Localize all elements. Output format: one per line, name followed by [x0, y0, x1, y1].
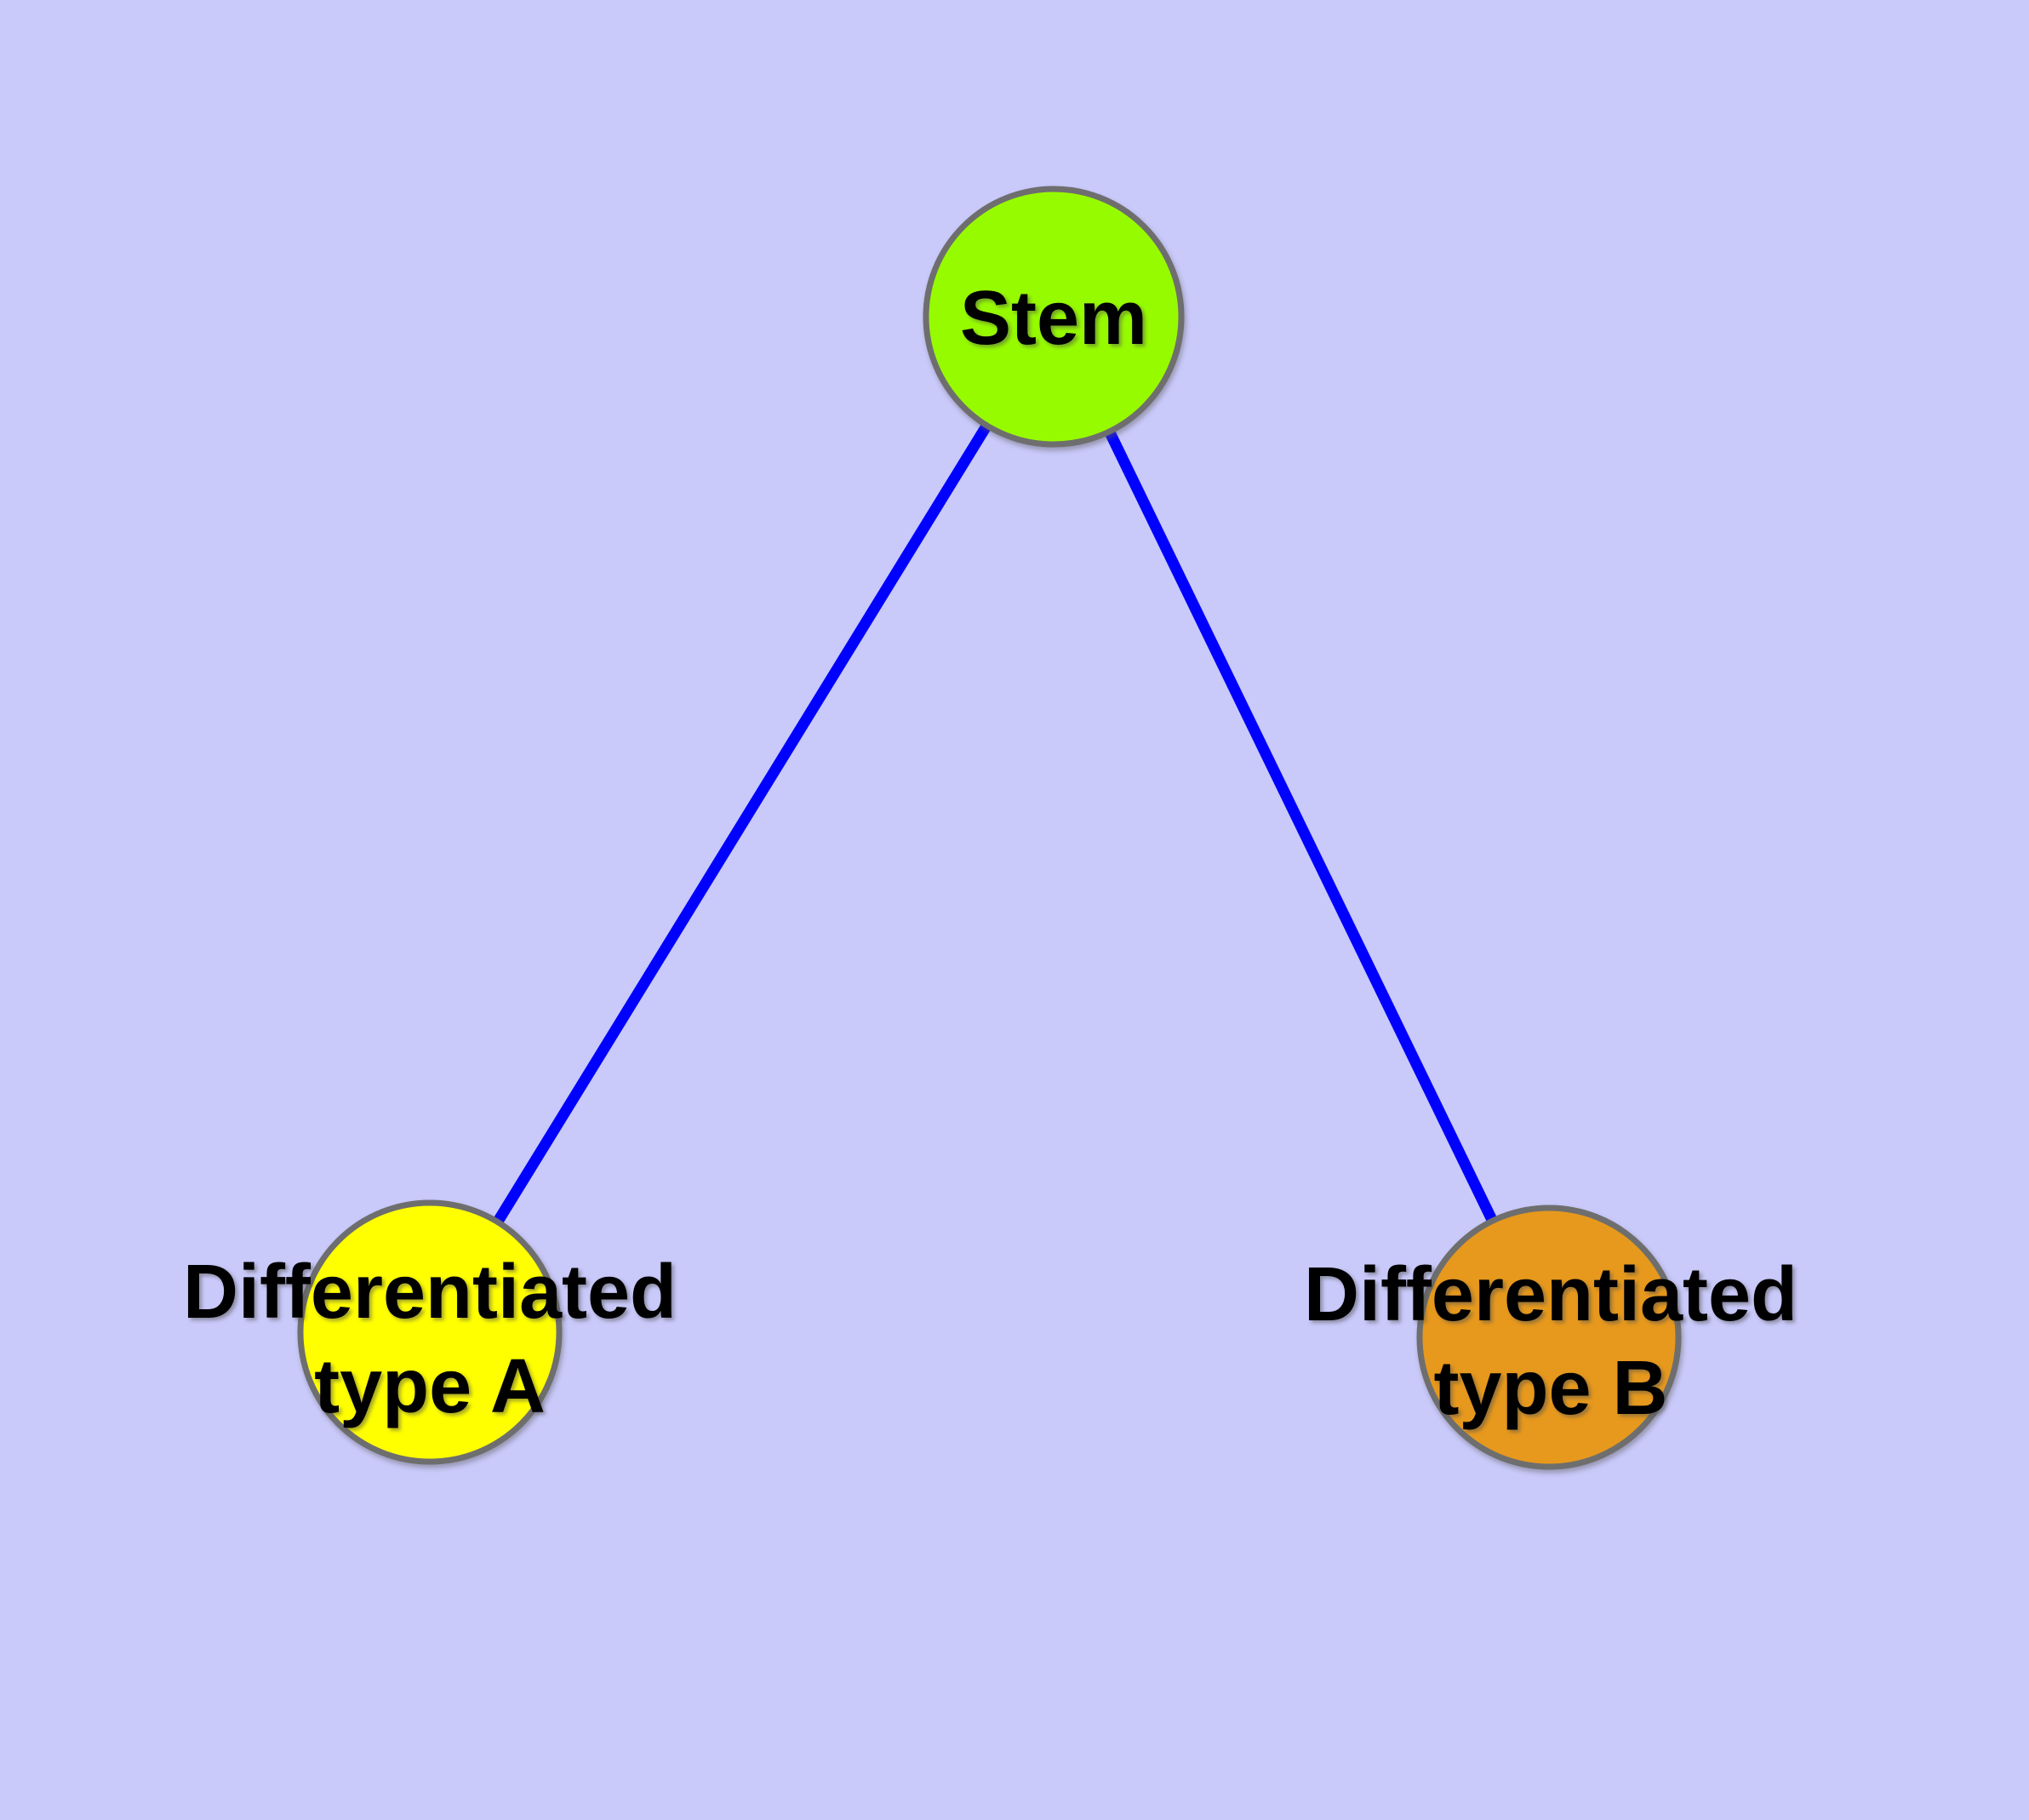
- node-stem-label: Stem: [960, 276, 1147, 361]
- node-type-b-circle: [1416, 1205, 1682, 1470]
- node-type-a-circle: [297, 1199, 563, 1465]
- node-stem-circle: [923, 186, 1185, 448]
- node-type-a-label-line1: Differentiated: [183, 1250, 677, 1335]
- node-type-b-label-line2: type B: [1433, 1346, 1667, 1431]
- edge-stem-to-type-b: [1049, 314, 1554, 1340]
- edge-stem-to-type-a: [425, 313, 1059, 1336]
- node-type-b-label-line1: Differentiated: [1304, 1252, 1798, 1337]
- node-type-a-label-line2: type A: [314, 1344, 546, 1429]
